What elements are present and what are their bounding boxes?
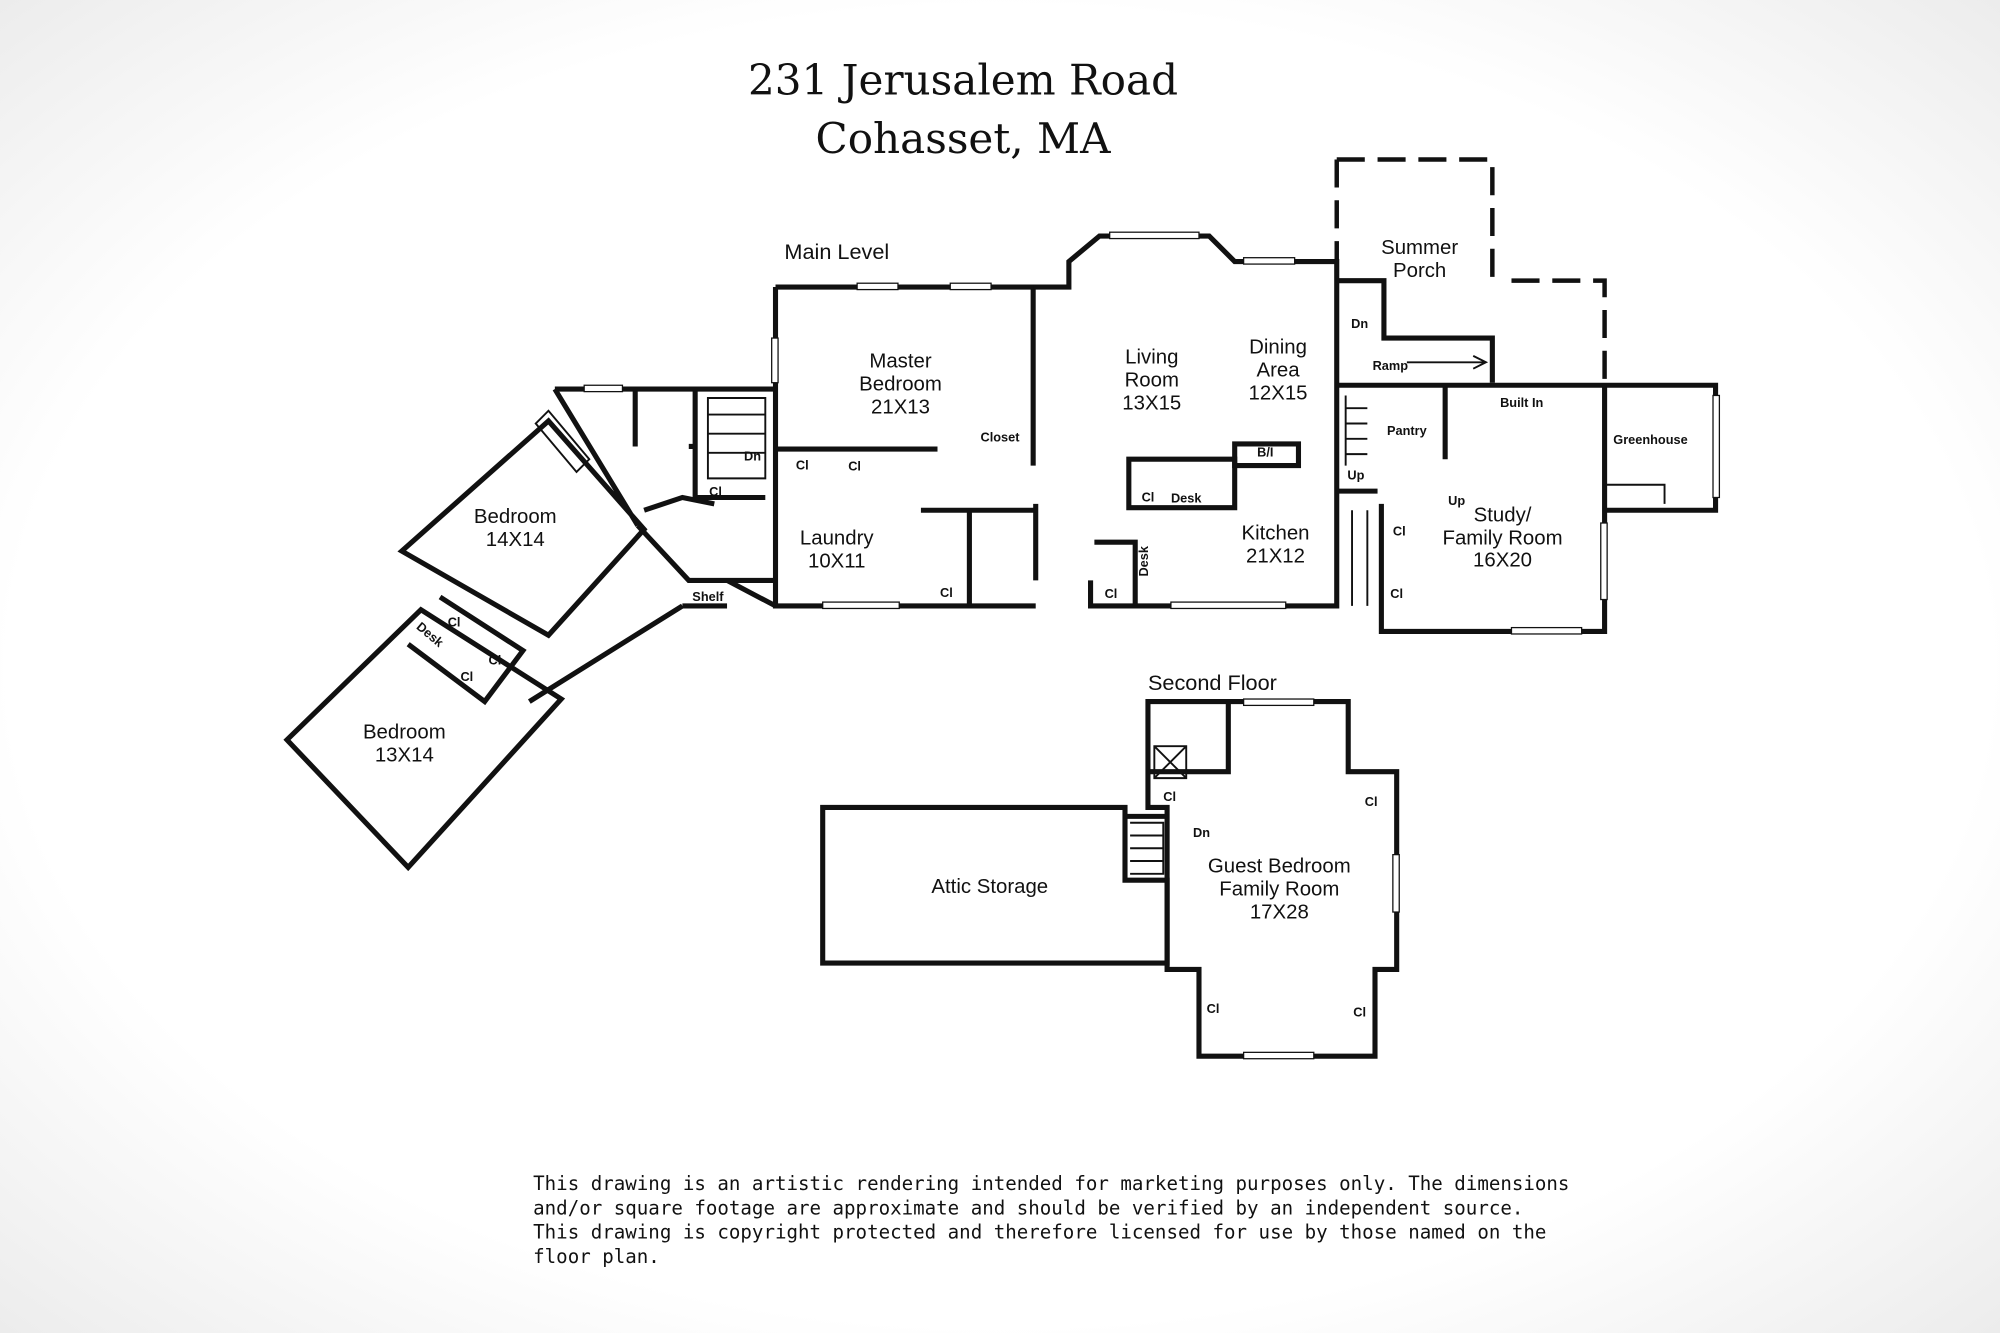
room-study-family-room: Study/ Family Room 16X20 xyxy=(1443,505,1563,572)
room-dining-area: Dining Area 12X15 xyxy=(1249,336,1308,404)
cl-label: Cl xyxy=(848,459,861,474)
room-dimensions: 16X20 xyxy=(1473,549,1532,571)
room-kitchen: Kitchen 21X12 xyxy=(1242,523,1310,568)
room-dimensions: 21X13 xyxy=(871,396,930,418)
closet-label: Closet xyxy=(981,429,1021,444)
room-living-room: Living Room 13X15 xyxy=(1122,347,1181,415)
cl-label: Cl xyxy=(460,669,473,684)
room-dimensions: 21X12 xyxy=(1246,546,1305,568)
second-floor-label: Second Floor xyxy=(1148,670,1277,695)
cl-label: Cl xyxy=(1163,789,1176,804)
greenhouse-label: Greenhouse xyxy=(1613,432,1687,447)
cl-label: Cl xyxy=(1353,1005,1366,1020)
room-name: Summer xyxy=(1381,237,1458,259)
disclaimer: This drawing is an artistic rendering in… xyxy=(533,1172,1569,1268)
room-dimensions: 10X11 xyxy=(808,551,865,573)
cl-label: Cl xyxy=(709,484,722,499)
built-in-label: Built In xyxy=(1500,395,1543,410)
main-level-label: Main Level xyxy=(784,239,889,264)
room-name: Bedroom xyxy=(363,722,446,744)
cl-label: Cl xyxy=(796,457,809,472)
room-dimensions: 14X14 xyxy=(486,529,545,551)
title-line-2: Cohasset, MA xyxy=(816,114,1112,163)
ramp-label: Ramp xyxy=(1373,358,1409,373)
main-level-walls xyxy=(283,157,1721,872)
small-labels: Closet Dn Ramp Built In Pantry Greenhous… xyxy=(414,316,1688,1020)
cl-label: Cl xyxy=(1142,489,1155,504)
room-summer-porch: Summer Porch xyxy=(1381,237,1458,282)
cl-label: Cl xyxy=(1105,586,1118,601)
room-name: Area xyxy=(1257,359,1301,381)
built-in-short-label: B/I xyxy=(1257,445,1273,460)
up-label: Up xyxy=(1347,468,1364,483)
room-name: Bedroom xyxy=(474,506,557,528)
disclaimer-line: and/or square footage are approximate an… xyxy=(533,1196,1523,1219)
room-guest-bedroom: Guest Bedroom Family Room 17X28 xyxy=(1208,855,1351,923)
disclaimer-line: floor plan. xyxy=(533,1245,660,1268)
down-label: Dn xyxy=(1193,825,1210,840)
down-label: Dn xyxy=(744,449,761,464)
room-name: Bedroom xyxy=(859,373,942,395)
room-master-bedroom: Master Bedroom 21X13 xyxy=(859,350,942,418)
room-bedroom-13x14: Bedroom 13X14 xyxy=(363,722,446,767)
room-name: Study/ xyxy=(1474,505,1532,527)
room-name: Dining xyxy=(1249,336,1307,358)
room-name: Master xyxy=(869,350,932,372)
cl-label: Cl xyxy=(1390,586,1403,601)
room-name: Family Room xyxy=(1443,528,1563,550)
room-name: Living xyxy=(1125,347,1178,369)
cl-label: Cl xyxy=(1207,1001,1220,1016)
pantry-label: Pantry xyxy=(1387,423,1428,438)
room-dimensions: 17X28 xyxy=(1250,901,1309,923)
room-dimensions: 13X15 xyxy=(1122,392,1181,414)
room-name: Attic Storage xyxy=(931,876,1048,898)
up-label: Up xyxy=(1448,493,1465,508)
disclaimer-line: This drawing is copyright protected and … xyxy=(533,1221,1546,1244)
room-name: Porch xyxy=(1393,260,1446,282)
room-laundry: Laundry 10X11 xyxy=(800,528,874,573)
cl-label: Cl xyxy=(489,653,502,668)
room-name: Kitchen xyxy=(1242,523,1310,545)
cl-label: Cl xyxy=(448,614,461,629)
cl-label: Cl xyxy=(940,585,953,600)
title-line-1: 231 Jerusalem Road xyxy=(748,55,1178,104)
second-floor-walls xyxy=(820,698,1400,1060)
down-label: Dn xyxy=(1351,316,1368,331)
room-attic-storage: Attic Storage xyxy=(931,876,1048,898)
desk-label: Desk xyxy=(1136,545,1151,576)
room-name: Room xyxy=(1125,370,1179,392)
desk-label: Desk xyxy=(1171,491,1202,506)
room-dimensions: 13X14 xyxy=(375,745,434,767)
shelf-label: Shelf xyxy=(692,589,724,604)
cl-label: Cl xyxy=(1365,794,1378,809)
room-dimensions: 12X15 xyxy=(1249,382,1308,404)
room-name: Laundry xyxy=(800,528,874,550)
disclaimer-line: This drawing is an artistic rendering in… xyxy=(533,1172,1569,1195)
room-bedroom-14x14: Bedroom 14X14 xyxy=(474,506,557,551)
room-name: Guest Bedroom xyxy=(1208,855,1351,877)
cl-label: Cl xyxy=(1393,524,1406,539)
room-name: Family Room xyxy=(1219,878,1339,900)
